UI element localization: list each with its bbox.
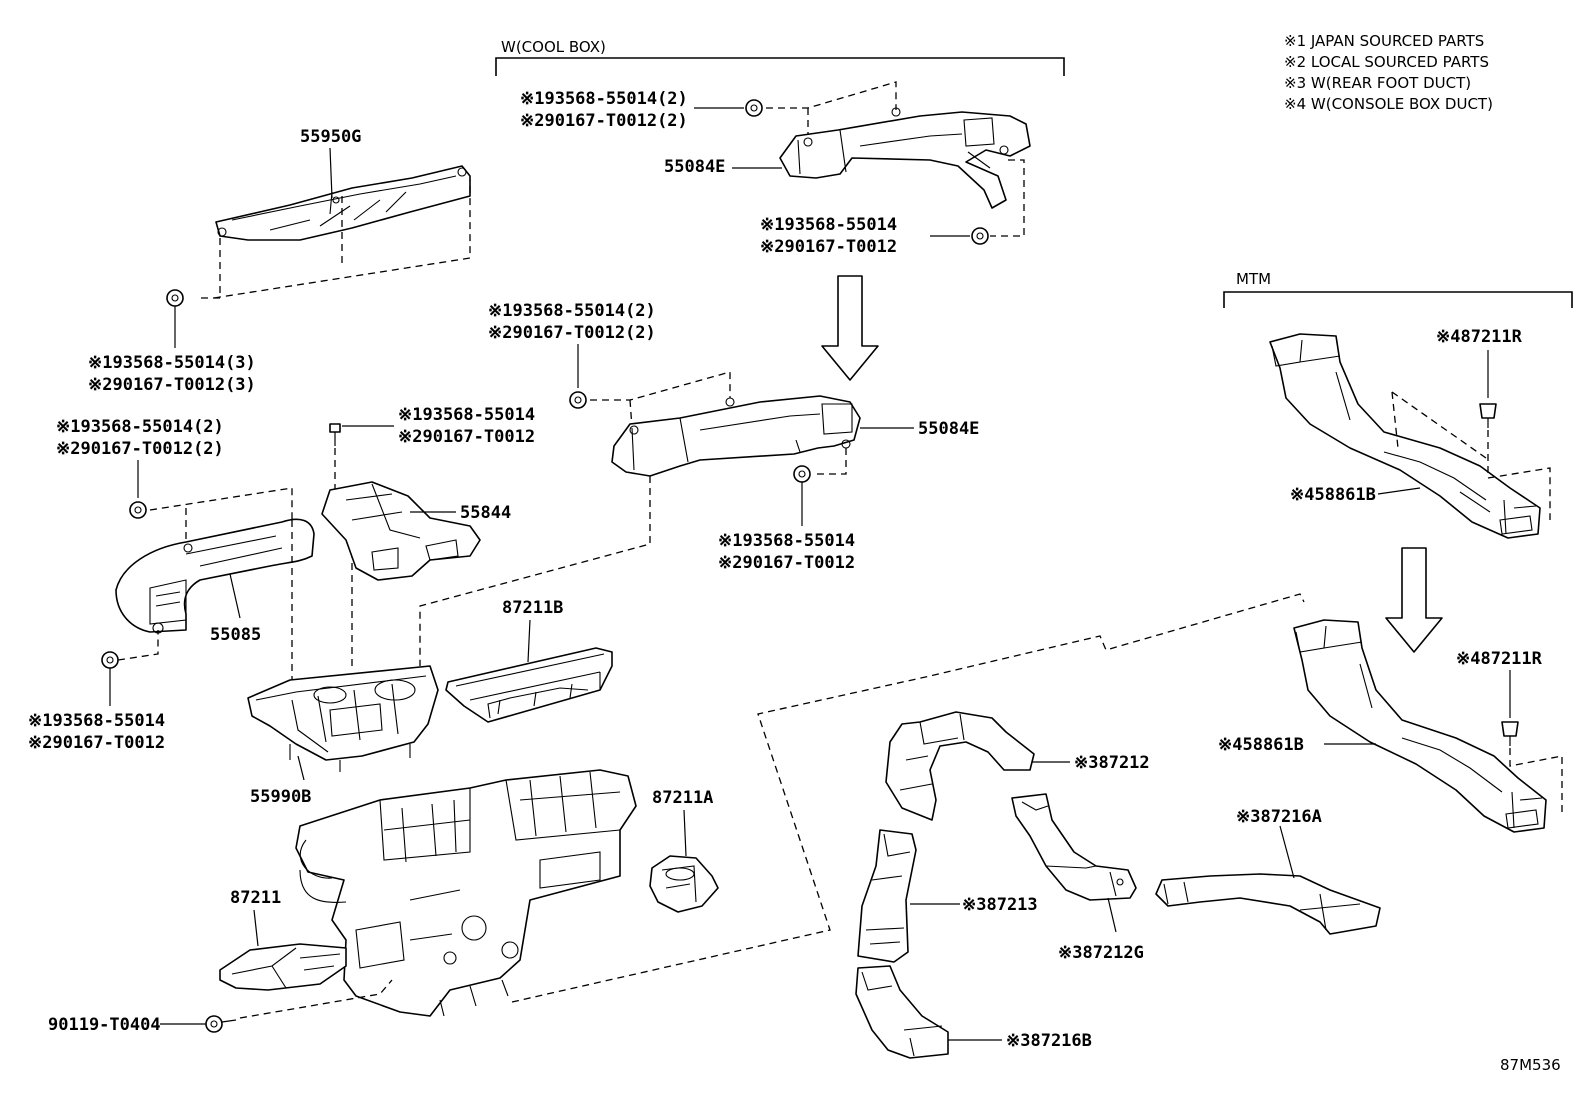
arrow-down-icon <box>1385 547 1443 653</box>
part-87212g[interactable] <box>1011 793 1137 901</box>
label-55085: 55085 <box>210 625 261 645</box>
clip-icon[interactable] <box>1501 721 1519 746</box>
label-87211b: 87211B <box>502 598 563 618</box>
label-clip-193568-2c: ※193568-55014(2) <box>520 89 688 109</box>
label-clip-290167-3: ※290167-T0012(3) <box>88 375 256 395</box>
bolt-icon[interactable] <box>205 1015 237 1033</box>
legend-item: ※2 LOCAL SOURCED PARTS <box>1284 53 1489 71</box>
clip-icon[interactable] <box>101 651 119 669</box>
label-clip-193568-d: ※193568-55014 <box>718 531 855 551</box>
label-58861b-top: ※458861B <box>1290 485 1376 505</box>
clip-icon[interactable] <box>1479 403 1497 428</box>
part-55950g[interactable] <box>215 165 471 241</box>
part-58861b-top[interactable] <box>1269 333 1541 539</box>
part-87211[interactable] <box>219 943 347 991</box>
part-55084e-mid[interactable] <box>611 395 861 477</box>
label-clip-193568-c: ※193568-55014 <box>760 215 897 235</box>
label-55084e-top: 55084E <box>664 157 725 177</box>
dashes-55950g <box>196 180 471 299</box>
label-clip-193568-2d: ※193568-55014(2) <box>488 301 656 321</box>
label-clip-290167-b: ※290167-T0012 <box>28 733 165 753</box>
label-87211: 87211 <box>230 888 281 908</box>
part-55084e-top[interactable] <box>779 107 1031 209</box>
group-label-mtm: MTM <box>1236 270 1271 288</box>
part-58861b-bottom[interactable] <box>1293 619 1547 833</box>
clip-icon[interactable] <box>166 289 184 307</box>
label-55084e-mid: 55084E <box>918 419 979 439</box>
part-87211b[interactable] <box>445 647 613 723</box>
part-87216b[interactable] <box>855 965 949 1059</box>
label-clip-193568-b: ※193568-55014 <box>28 711 165 731</box>
legend-item: ※1 JAPAN SOURCED PARTS <box>1284 32 1484 50</box>
label-clip-193568-2a: ※193568-55014(2) <box>56 417 224 437</box>
arrow-down-icon <box>821 275 879 381</box>
part-87211a[interactable] <box>649 855 719 913</box>
group-label-cool-box: W(COOL BOX) <box>501 38 606 56</box>
part-87216a[interactable] <box>1155 873 1381 935</box>
label-87216a: ※387216A <box>1236 807 1322 827</box>
part-55085[interactable] <box>115 518 315 634</box>
label-clip-193568-3: ※193568-55014(3) <box>88 353 256 373</box>
label-clip-290167-2c: ※290167-T0012(2) <box>520 111 688 131</box>
clip-icon[interactable] <box>745 99 763 117</box>
clip-icon[interactable] <box>569 391 587 409</box>
label-55990b: 55990B <box>250 787 311 807</box>
label-55950g: 55950G <box>300 127 361 147</box>
clip-icon[interactable] <box>129 501 147 519</box>
label-87211r-bottom: ※487211R <box>1456 649 1543 669</box>
label-clip-290167-d: ※290167-T0012 <box>718 553 855 573</box>
label-87216b: ※387216B <box>1006 1031 1092 1051</box>
label-87212: ※387212 <box>1074 753 1150 773</box>
label-87212g: ※387212G <box>1058 943 1144 963</box>
diagram-code: 87M536 <box>1500 1056 1561 1074</box>
label-clip-290167-2a: ※290167-T0012(2) <box>56 439 224 459</box>
screw-icon[interactable] <box>329 423 341 446</box>
legend-item: ※3 W(REAR FOOT DUCT) <box>1284 74 1471 92</box>
part-55844[interactable] <box>321 481 481 581</box>
legend: ※1 JAPAN SOURCED PARTS ※2 LOCAL SOURCED … <box>1284 32 1493 113</box>
label-90119-t0404: 90119-T0404 <box>48 1015 161 1035</box>
label-clip-290167-c: ※290167-T0012 <box>760 237 897 257</box>
mtm-bracket: MTM <box>1223 270 1573 308</box>
label-clip-290167-a: ※290167-T0012 <box>398 427 535 447</box>
part-87213[interactable] <box>857 829 917 963</box>
label-clip-193568-a: ※193568-55014 <box>398 405 535 425</box>
label-58861b-bottom: ※458861B <box>1218 735 1304 755</box>
part-hvac-unit[interactable] <box>295 769 637 1017</box>
cool-box-bracket: W(COOL BOX) <box>495 38 1065 76</box>
part-87212[interactable] <box>885 711 1035 821</box>
clip-icon[interactable] <box>971 227 989 245</box>
label-87211r-top: ※487211R <box>1436 327 1523 347</box>
clip-icon[interactable] <box>793 465 811 483</box>
legend-item: ※4 W(CONSOLE BOX DUCT) <box>1284 95 1493 113</box>
label-87211a: 87211A <box>652 788 713 808</box>
label-clip-290167-2d: ※290167-T0012(2) <box>488 323 656 343</box>
label-55844: 55844 <box>460 503 511 523</box>
label-87213: ※387213 <box>962 895 1038 915</box>
part-55990b[interactable] <box>247 665 439 772</box>
